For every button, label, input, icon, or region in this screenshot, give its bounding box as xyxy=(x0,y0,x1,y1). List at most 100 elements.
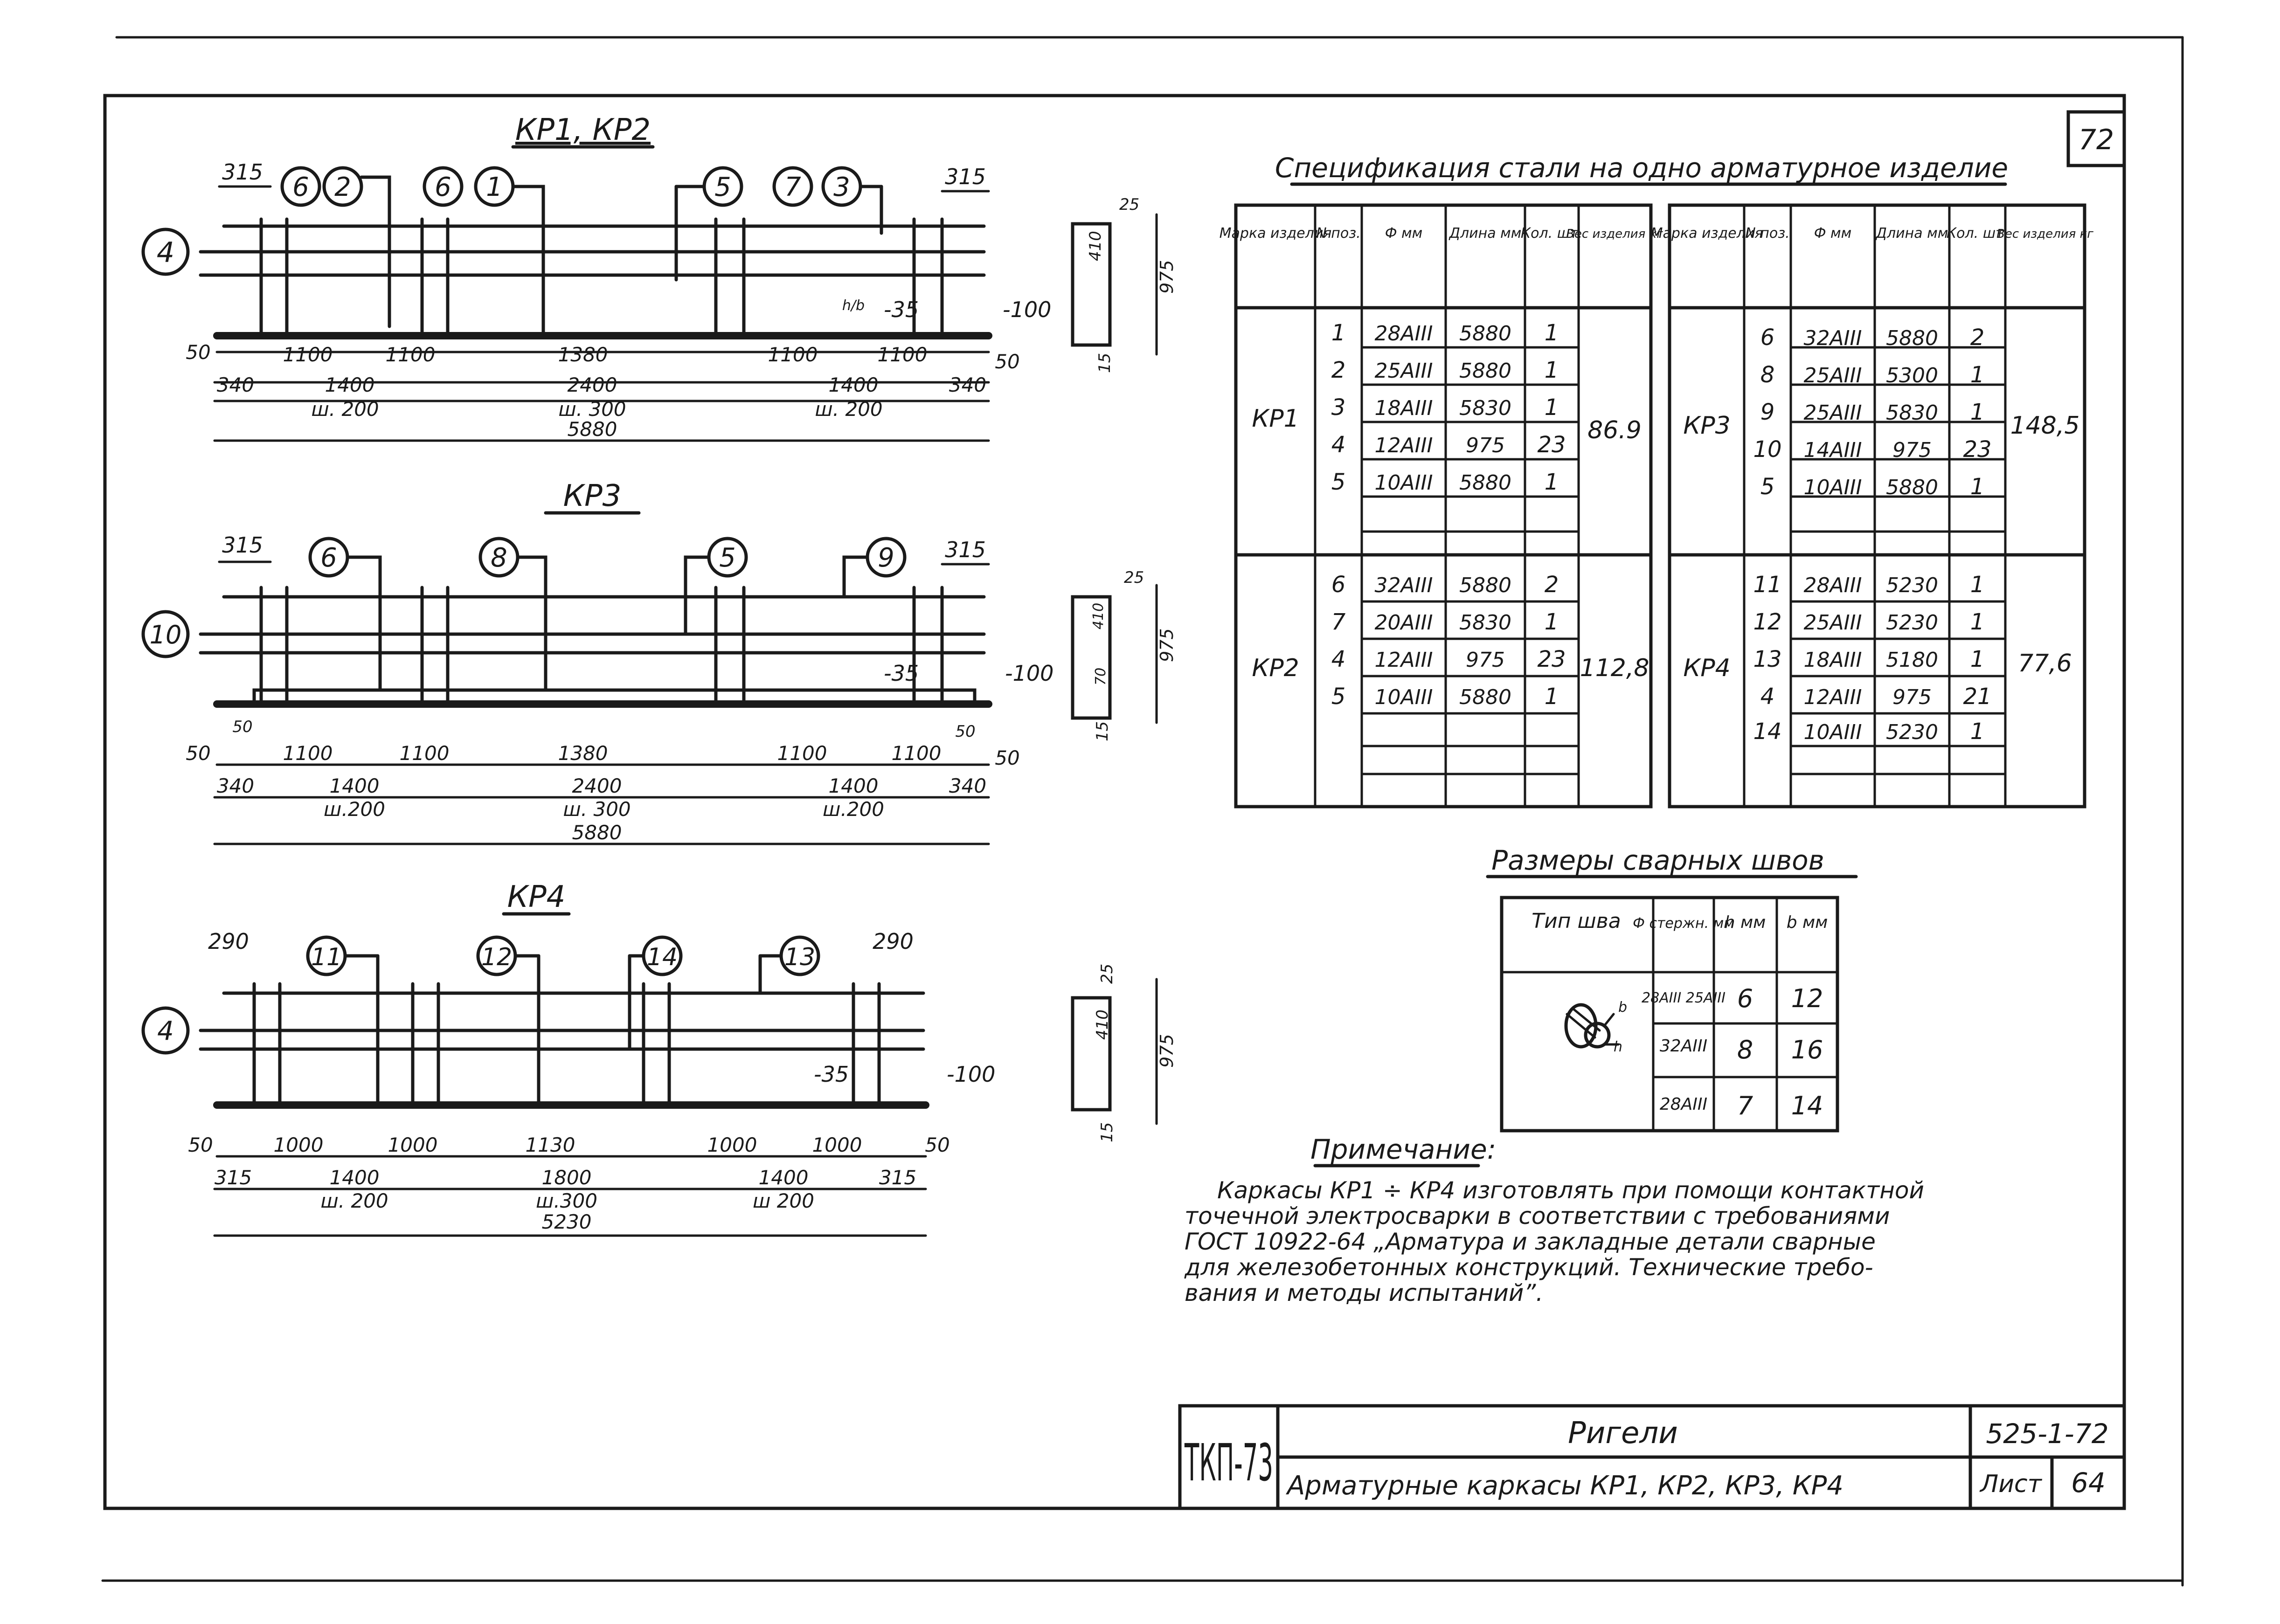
spec-h-qty-l: Кол. шт. xyxy=(1521,225,1582,242)
kp4-callout-4: 4 xyxy=(157,1016,174,1046)
kp12-zone-5: 340 xyxy=(949,373,986,396)
spec-cell: 2 xyxy=(1545,572,1559,598)
weld-r3-b: 14 xyxy=(1791,1091,1823,1120)
weld-r3-dia: 28АIII xyxy=(1660,1095,1707,1114)
stamp-sheet-label: Лист xyxy=(1979,1470,2042,1498)
spec-cell: 5880 xyxy=(1459,322,1511,346)
kp4-step-1: ш. 200 xyxy=(320,1189,388,1212)
spec-cell: 975 xyxy=(1892,685,1932,709)
weld-h-b: b мм xyxy=(1787,913,1828,932)
note-line-3: ГОСТ 10922-64 „Арматура и закладные дета… xyxy=(1185,1228,1876,1255)
spec-cell: 1 xyxy=(1545,320,1559,346)
kp3-stirrups xyxy=(259,558,944,706)
kp12-callout-5: 5 xyxy=(714,172,731,202)
kp12-edge-left: 50 xyxy=(186,341,210,364)
weld-table: Размеры сварных швов Тип шва Ф стержн. м… xyxy=(1486,844,1858,1133)
frame-kp4: КР4 4 11 12 14 13 xyxy=(141,880,1177,1237)
spec-cell: 25АIII xyxy=(1803,401,1862,425)
spec-cell: 14 xyxy=(1753,719,1781,745)
kp4-space-5: 1000 xyxy=(812,1133,862,1156)
spec-cell: 975 xyxy=(1892,438,1932,462)
kp3-callout-9: 9 xyxy=(878,543,894,573)
kp12-zone-3: 2400 xyxy=(568,373,617,396)
spec-cell: 1 xyxy=(1970,362,1985,388)
spec-cell: 20АIII xyxy=(1374,611,1433,635)
spec-left-table xyxy=(1234,203,1653,809)
spec-cell: 5180 xyxy=(1886,648,1938,672)
title-stamp: ТКП-73 Ригели Арматурные каркасы КР1, КР… xyxy=(1178,1404,2126,1510)
kp3-callout-8: 8 xyxy=(491,543,507,573)
spec-cell: 10АIII xyxy=(1374,471,1433,495)
spec-cell: 10 xyxy=(1753,436,1781,463)
spec-cell: 23 xyxy=(1963,436,1991,463)
kp12-section xyxy=(1071,222,1112,347)
kp3-step-2: ш. 300 xyxy=(563,798,631,821)
kp12-step-2: ш. 300 xyxy=(558,398,626,421)
note-line-1: Каркасы КР1 ÷ КР4 изготовлять при помощи… xyxy=(1217,1177,1924,1204)
spec-cell: 5830 xyxy=(1459,611,1511,635)
kp12-title: КР1, КР2 xyxy=(515,113,651,147)
series-logo: ТКП-73 xyxy=(1185,1433,1273,1493)
spec-cell: 6 xyxy=(1331,572,1346,598)
kp3-offset-left: 315 xyxy=(222,532,263,558)
spec-cell: 10АIII xyxy=(1374,685,1433,709)
kp3-weld-note-2: -100 xyxy=(1005,661,1053,686)
spec-cell: 1 xyxy=(1545,469,1559,495)
spec-kp2-weight: 112,8 xyxy=(1580,654,1649,682)
spec-h-len-l: Длина мм xyxy=(1448,225,1522,242)
weld-sketch-b: b xyxy=(1618,999,1627,1016)
spec-cell: 32АIII xyxy=(1803,326,1862,350)
kp4-zone-4: 1400 xyxy=(759,1166,809,1189)
weld-r1-h: 6 xyxy=(1737,984,1753,1013)
kp3-space-1: 1100 xyxy=(283,742,333,765)
kp3-space-4: 1100 xyxy=(777,742,827,765)
spec-cell: 28АIII xyxy=(1803,574,1862,597)
spec-cell: 12АIII xyxy=(1374,648,1433,672)
kp3-edge-right: 50 xyxy=(995,746,1019,769)
spec-cell: 1 xyxy=(1970,572,1985,598)
kp12-space-5: 1100 xyxy=(878,343,928,366)
spec-kp4-weight: 77,6 xyxy=(2018,650,2072,677)
spec-cell: 21 xyxy=(1963,684,1991,710)
kp4-zone-3: 1800 xyxy=(542,1166,592,1189)
kp4-sec-25: 25 xyxy=(1098,964,1116,984)
stamp-subtitle: Арматурные каркасы КР1, КР2, КР3, КР4 xyxy=(1286,1471,1843,1501)
kp3-zone-4: 1400 xyxy=(829,774,879,797)
kp3-space-3: 1380 xyxy=(558,742,608,765)
weld-sketch: b h xyxy=(1564,999,1627,1055)
kp12-callout-7: 7 xyxy=(784,172,801,202)
kp4-offset-left: 290 xyxy=(208,929,249,954)
spec-h-qty-r: Кол. шт. xyxy=(1947,225,2008,242)
spec-cell: 6 xyxy=(1760,325,1775,351)
kp3-zone-5: 340 xyxy=(949,774,986,797)
spec-cell: 2 xyxy=(1331,357,1346,383)
spec-cell: 11 xyxy=(1753,572,1781,598)
kp3-space-5: 1100 xyxy=(892,742,942,765)
spec-cell: 4 xyxy=(1331,432,1346,458)
spec-title: Спецификация стали на одно арматурное из… xyxy=(1275,152,2008,184)
kp4-space-1: 1000 xyxy=(274,1133,324,1156)
spec-cell: 5880 xyxy=(1886,476,1938,499)
kp3-zone-1: 340 xyxy=(217,774,254,797)
kp12-step-1: ш. 200 xyxy=(311,398,379,421)
spec-cell: 5230 xyxy=(1886,574,1938,597)
kp4-weld-note-1: -35 xyxy=(814,1062,849,1087)
spec-cell: 12АIII xyxy=(1803,685,1862,709)
spec-cell: 1 xyxy=(1545,684,1559,710)
kp12-step-3: ш. 200 xyxy=(815,398,882,421)
kp4-edge-right: 50 xyxy=(925,1133,949,1156)
spec-h-mark-l: Марка изделия xyxy=(1220,225,1332,242)
note-line-5: вания и методы испытаний”. xyxy=(1185,1279,1543,1306)
kp4-step-2: ш.300 xyxy=(536,1189,597,1212)
corner-number-box xyxy=(2066,110,2126,167)
spec-kp3-mark: КР3 xyxy=(1683,412,1730,440)
note-block: Примечание: Каркасы КР1 ÷ КР4 изготовлят… xyxy=(1184,1133,1924,1306)
kp12-callout-4: 4 xyxy=(157,236,174,269)
kp4-callout-11: 11 xyxy=(311,943,342,971)
stamp-code: 525-1-72 xyxy=(1986,1418,2108,1450)
kp4-title: КР4 xyxy=(507,880,566,914)
kp4-space-3: 1130 xyxy=(526,1133,575,1156)
weld-h-dia: Ф стержн. мм xyxy=(1633,915,1734,932)
spec-cell: 1 xyxy=(1545,357,1559,383)
